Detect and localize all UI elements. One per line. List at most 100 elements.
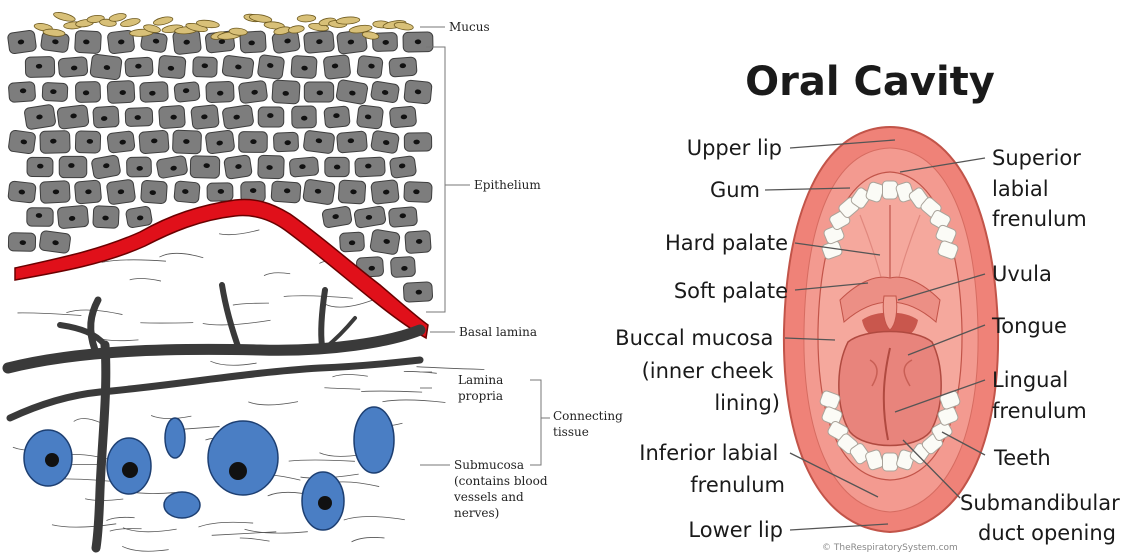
soft-palate-label: Soft palate	[674, 279, 788, 303]
epithelial-cell	[388, 207, 417, 228]
epithelial-cell	[404, 133, 431, 152]
upper-lip-label: Upper lip	[687, 136, 782, 160]
fiber	[106, 517, 134, 520]
epithelial-cell	[139, 130, 169, 154]
epithelial-cell	[303, 130, 335, 154]
fiber	[289, 460, 355, 461]
fiber	[382, 400, 445, 403]
epithelial-cell	[370, 229, 401, 255]
epithelial-cell	[207, 183, 233, 201]
epithelial-cell	[336, 79, 369, 104]
blood-cells	[24, 407, 394, 530]
epithelial-cell	[125, 57, 153, 77]
epithelial-cell	[371, 180, 400, 205]
epithelial-cell	[190, 156, 220, 178]
connecting-tissue-label: Connecting tissue	[553, 409, 627, 439]
epithelial-cell	[191, 105, 220, 130]
hard-palate-label: Hard palate	[665, 231, 788, 255]
mucosa-diagram: Mucus Epithelium Basal lamina Lamina pro…	[7, 11, 626, 552]
epithelial-cell	[303, 179, 336, 205]
gum-label: Gum	[710, 178, 760, 202]
mucus-droplet	[394, 21, 414, 31]
fiber	[52, 524, 116, 527]
mucus-droplet	[53, 11, 76, 23]
buccal-mucosa-label: Buccal mucosa (inner cheek lining)	[615, 326, 780, 415]
epithelial-cell	[106, 179, 136, 205]
epithelial-cell	[59, 156, 87, 177]
epithelial-cell	[140, 82, 169, 103]
epithelial-cell	[40, 131, 70, 154]
epithelial-cell	[272, 80, 300, 104]
epithelial-cell	[90, 54, 122, 80]
epithelial-cell	[24, 104, 56, 130]
epithelial-cell	[159, 105, 186, 128]
epithelial-cell	[75, 81, 100, 102]
fiber	[151, 416, 191, 419]
epithelial-cell	[389, 156, 416, 179]
fiber	[233, 303, 269, 305]
epithelial-cell	[7, 30, 36, 54]
fiber	[183, 427, 219, 430]
epithelial-cell	[323, 55, 351, 80]
fiber	[264, 273, 290, 276]
epithelial-cell	[390, 256, 415, 277]
epithelial-cell	[354, 206, 387, 229]
epithelial-cell	[339, 232, 364, 252]
epithelium-bracket	[426, 47, 470, 312]
epithelial-cell	[174, 181, 200, 203]
epithelial-cell	[193, 57, 218, 78]
epithelial-cell	[8, 130, 36, 154]
epithelial-cell	[303, 31, 334, 54]
connecting-tissue-bracket	[530, 380, 550, 465]
fiber	[344, 516, 405, 520]
fiber	[319, 453, 360, 457]
epithelial-cell	[39, 230, 71, 253]
epithelial-cell	[324, 106, 350, 128]
fiber	[122, 546, 169, 551]
epithelial-cell	[58, 57, 88, 78]
epithelial-cell	[404, 80, 432, 104]
fiber	[324, 388, 360, 389]
mucus-droplet	[336, 16, 360, 25]
lower-lip-label: Lower lip	[688, 518, 783, 542]
epithelial-cell	[357, 55, 383, 78]
oral-labels-left: Upper lip Gum Hard palate Soft palate Bu…	[615, 136, 788, 542]
superior-labial-frenulum-label: Superior labial frenulum	[992, 146, 1088, 231]
fiber	[332, 375, 367, 377]
fiber	[102, 260, 166, 263]
teeth-label: Teeth	[993, 446, 1051, 470]
fiber	[203, 320, 271, 325]
uvula-label: Uvula	[992, 262, 1052, 286]
epithelial-cell	[57, 205, 89, 229]
epithelial-cell	[25, 57, 54, 78]
epithelial-cell	[338, 180, 366, 204]
fiber	[284, 296, 353, 299]
fiber	[417, 367, 485, 370]
epithelial-cell	[8, 233, 35, 252]
epithelial-cell	[156, 155, 188, 179]
epithelial-cell	[74, 180, 101, 204]
epithelial-cell	[257, 54, 285, 79]
connective-tissue-fibers	[13, 230, 484, 551]
epithelial-cell	[222, 105, 254, 130]
epithelial-cell	[403, 282, 433, 303]
epithelial-cell	[389, 57, 417, 77]
epithelial-cell	[205, 130, 235, 154]
fiber	[159, 253, 203, 257]
oral-cavity-title: Oral Cavity	[745, 59, 995, 105]
epithelial-cell	[27, 208, 53, 227]
epithelial-cell	[292, 106, 317, 128]
epithelial-cell	[125, 206, 152, 229]
epithelial-cell	[107, 131, 135, 154]
epithelial-cell	[125, 107, 153, 126]
tongue-label: Tongue	[991, 314, 1067, 338]
epithelium-label: Epithelium	[474, 178, 541, 192]
fiber	[352, 537, 385, 541]
mucus-droplet	[297, 15, 316, 23]
epithelial-cell	[8, 82, 35, 103]
submandibular-duct-opening-label: Submandibular duct opening	[960, 491, 1126, 545]
oral-cavity-diagram: Oral Cavity	[615, 59, 1126, 553]
epithelial-cell	[93, 206, 119, 229]
copyright-notice: © TheRespiratorySystem.com	[822, 543, 958, 553]
